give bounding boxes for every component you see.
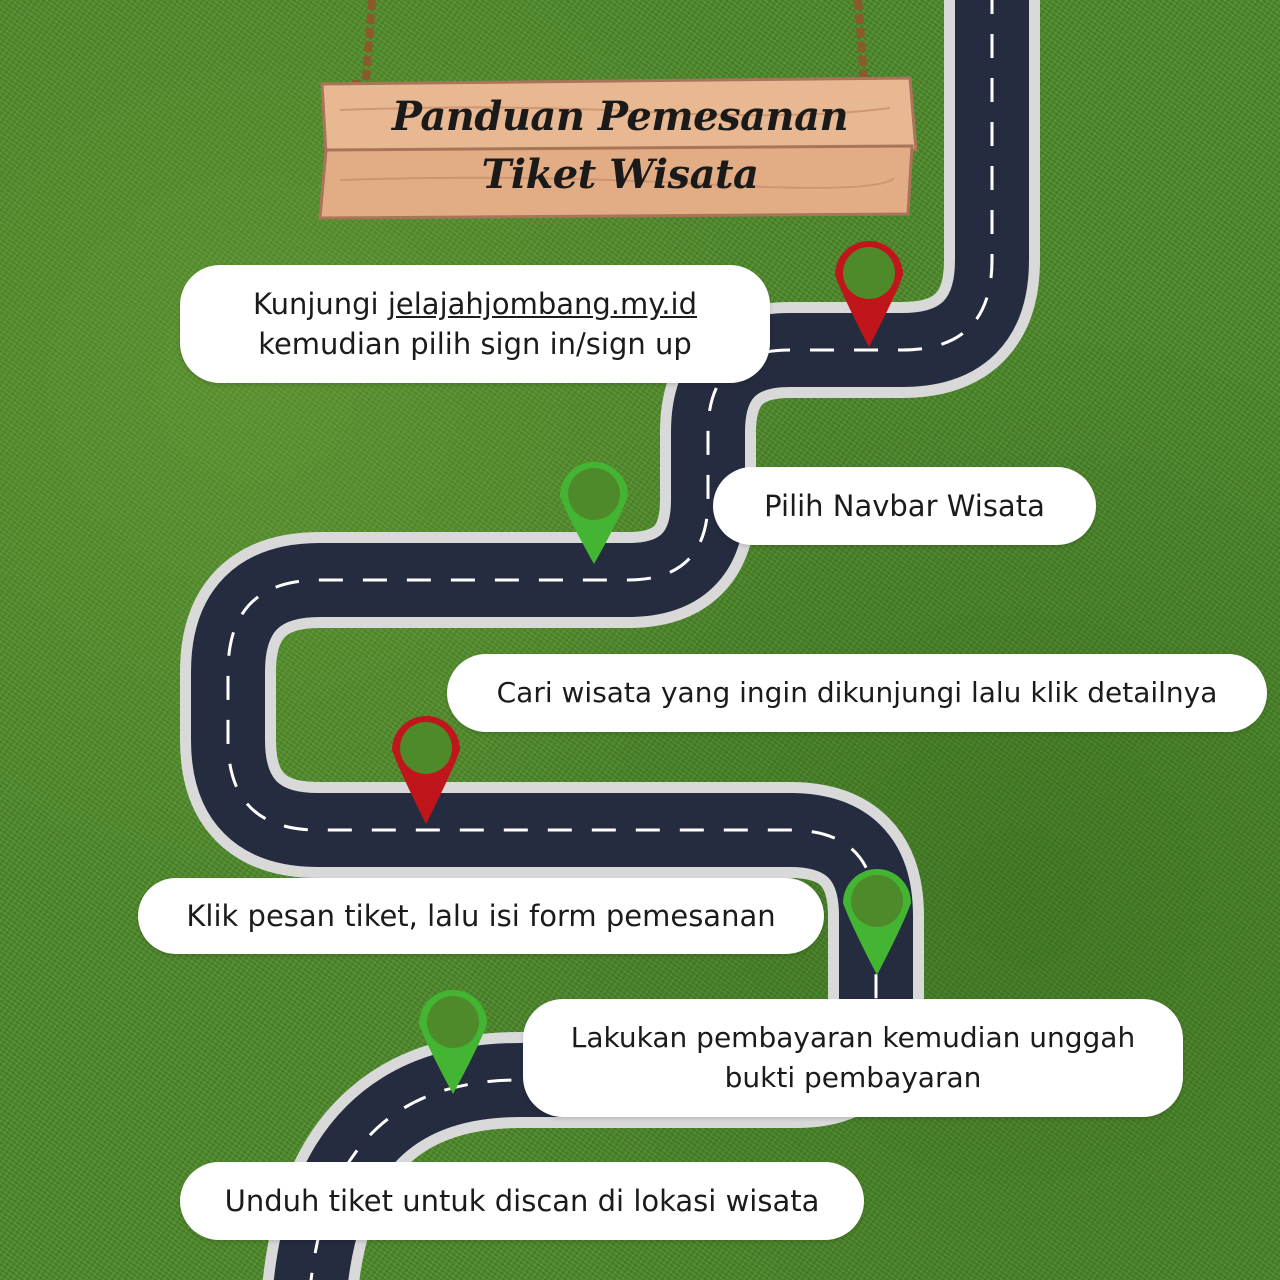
- step-5-line-2: bukti pembayaran: [724, 1061, 982, 1094]
- step-3-text: Cari wisata yang ingin dikunjungi lalu k…: [496, 676, 1218, 709]
- step-2-text: Pilih Navbar Wisata: [764, 489, 1045, 523]
- step-1-bubble: Kunjungi jelajahjombang.my.id kemudian p…: [180, 265, 770, 383]
- step-5-bubble: Lakukan pembayaran kemudian unggah bukti…: [523, 999, 1183, 1117]
- step-3-bubble: Cari wisata yang ingin dikunjungi lalu k…: [447, 654, 1267, 732]
- step-5-line-1: Lakukan pembayaran kemudian unggah: [570, 1021, 1136, 1054]
- page-title: Panduan Pemesanan Tiket Wisata: [380, 88, 860, 204]
- map-pin-green-icon: [843, 869, 911, 975]
- step-6-bubble: Unduh tiket untuk discan di lokasi wisat…: [180, 1162, 864, 1240]
- sign-board-bottom: [318, 144, 914, 220]
- step-6-text: Unduh tiket untuk discan di lokasi wisat…: [224, 1184, 820, 1218]
- wooden-sign: [318, 0, 918, 220]
- step-1-line-2: kemudian pilih sign in/sign up: [258, 327, 692, 361]
- title-line-1: Panduan Pemesanan: [391, 93, 849, 140]
- title-line-2: Tiket Wisata: [481, 151, 759, 198]
- step-4-bubble: Klik pesan tiket, lalu isi form pemesana…: [138, 878, 824, 954]
- map-pin-red-icon: [392, 716, 460, 824]
- step-1-prefix: Kunjungi: [253, 287, 388, 321]
- step-4-text: Klik pesan tiket, lalu isi form pemesana…: [186, 899, 776, 933]
- map-pin-green-icon: [419, 990, 487, 1094]
- website-link[interactable]: jelajahjombang.my.id: [387, 287, 697, 321]
- map-pin-red-icon: [835, 241, 903, 347]
- step-2-bubble: Pilih Navbar Wisata: [713, 467, 1096, 545]
- map-pin-green-icon: [560, 462, 628, 564]
- sign-board-top: [320, 76, 918, 156]
